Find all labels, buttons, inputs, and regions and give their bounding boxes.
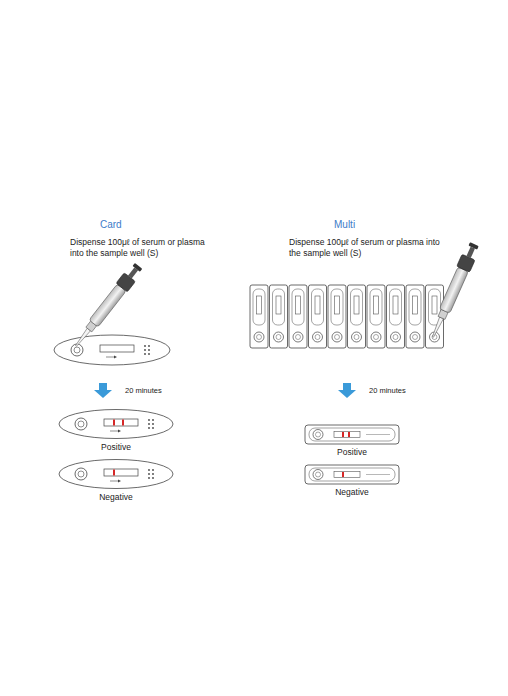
time-label: 20 minutes [125,386,195,395]
card-outline [54,409,178,440]
result-strip: Positive [304,424,400,457]
result-strip: Negative [304,464,400,497]
result-label: Positive [54,442,178,452]
instruction-text: Dispense 100μℓ of serum or plasma into t… [70,237,220,258]
down-arrow [94,383,112,398]
panel-title: Multi [334,219,394,232]
result-label: Negative [54,492,178,502]
pipette [426,241,480,340]
sample-card [54,335,170,365]
result-label: Negative [304,487,400,497]
pipette [70,262,144,351]
panel-title: Card [100,219,160,232]
card-outline [54,459,178,490]
strip-array [250,285,444,348]
result-label: Positive [304,447,400,457]
instruction-text: Dispense 100μℓ of serum or plasma into t… [289,237,444,258]
down-arrow [338,383,356,398]
strip-outline [304,424,400,445]
time-label: 20 minutes [369,386,439,395]
result-card: Negative [54,459,178,502]
result-card: Positive [54,409,178,452]
strip-outline [304,464,400,485]
